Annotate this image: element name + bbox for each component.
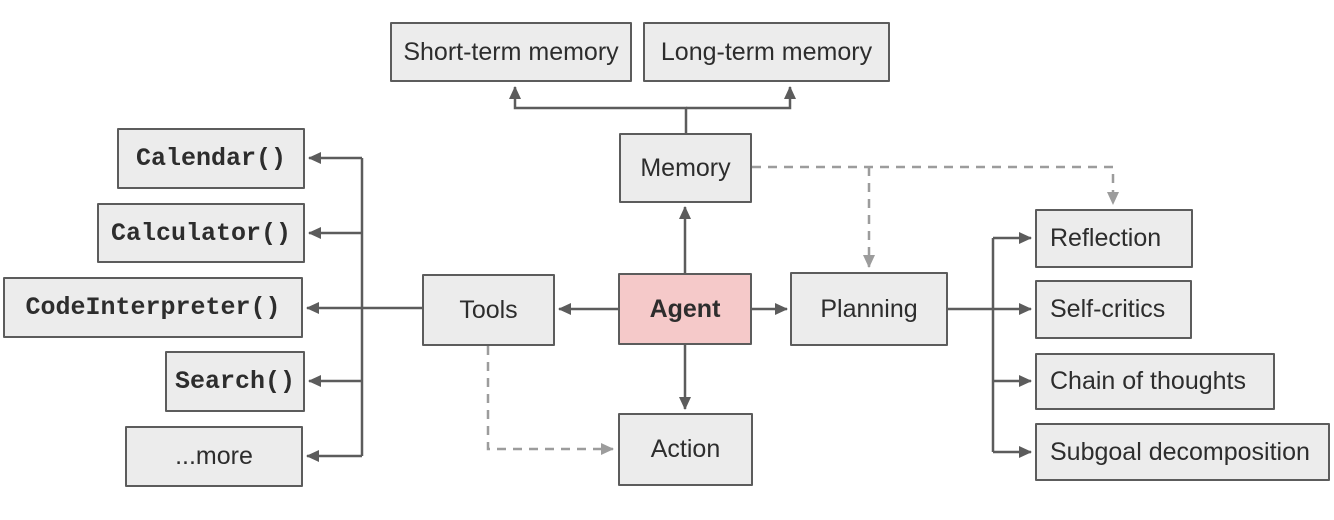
node-calculator-tool: Calculator() (97, 203, 305, 263)
node-agent: Agent (618, 273, 752, 345)
node-subgoal-decomposition: Subgoal decomposition (1035, 423, 1330, 481)
node-planning: Planning (790, 272, 948, 346)
edge-memory-long-term (686, 86, 796, 110)
node-search-tool: Search() (165, 351, 305, 412)
node-code-interpreter-tool: CodeInterpreter() (3, 277, 303, 338)
node-calendar-tool: Calendar() (117, 128, 305, 189)
edge-memory-short-term (509, 86, 688, 133)
node-reflection: Reflection (1035, 209, 1193, 268)
node-chain-of-thoughts: Chain of thoughts (1035, 353, 1275, 410)
node-memory: Memory (619, 133, 752, 203)
node-action: Action (618, 413, 753, 486)
node-tools: Tools (422, 274, 555, 346)
node-long-term-memory: Long-term memory (643, 22, 890, 82)
node-more-tools: ...more (125, 426, 303, 487)
edge-memory-reflection-dashed (752, 165, 1119, 205)
edge-tools-action-dashed (486, 346, 614, 455)
node-self-critics: Self-critics (1035, 280, 1192, 339)
node-short-term-memory: Short-term memory (390, 22, 632, 82)
